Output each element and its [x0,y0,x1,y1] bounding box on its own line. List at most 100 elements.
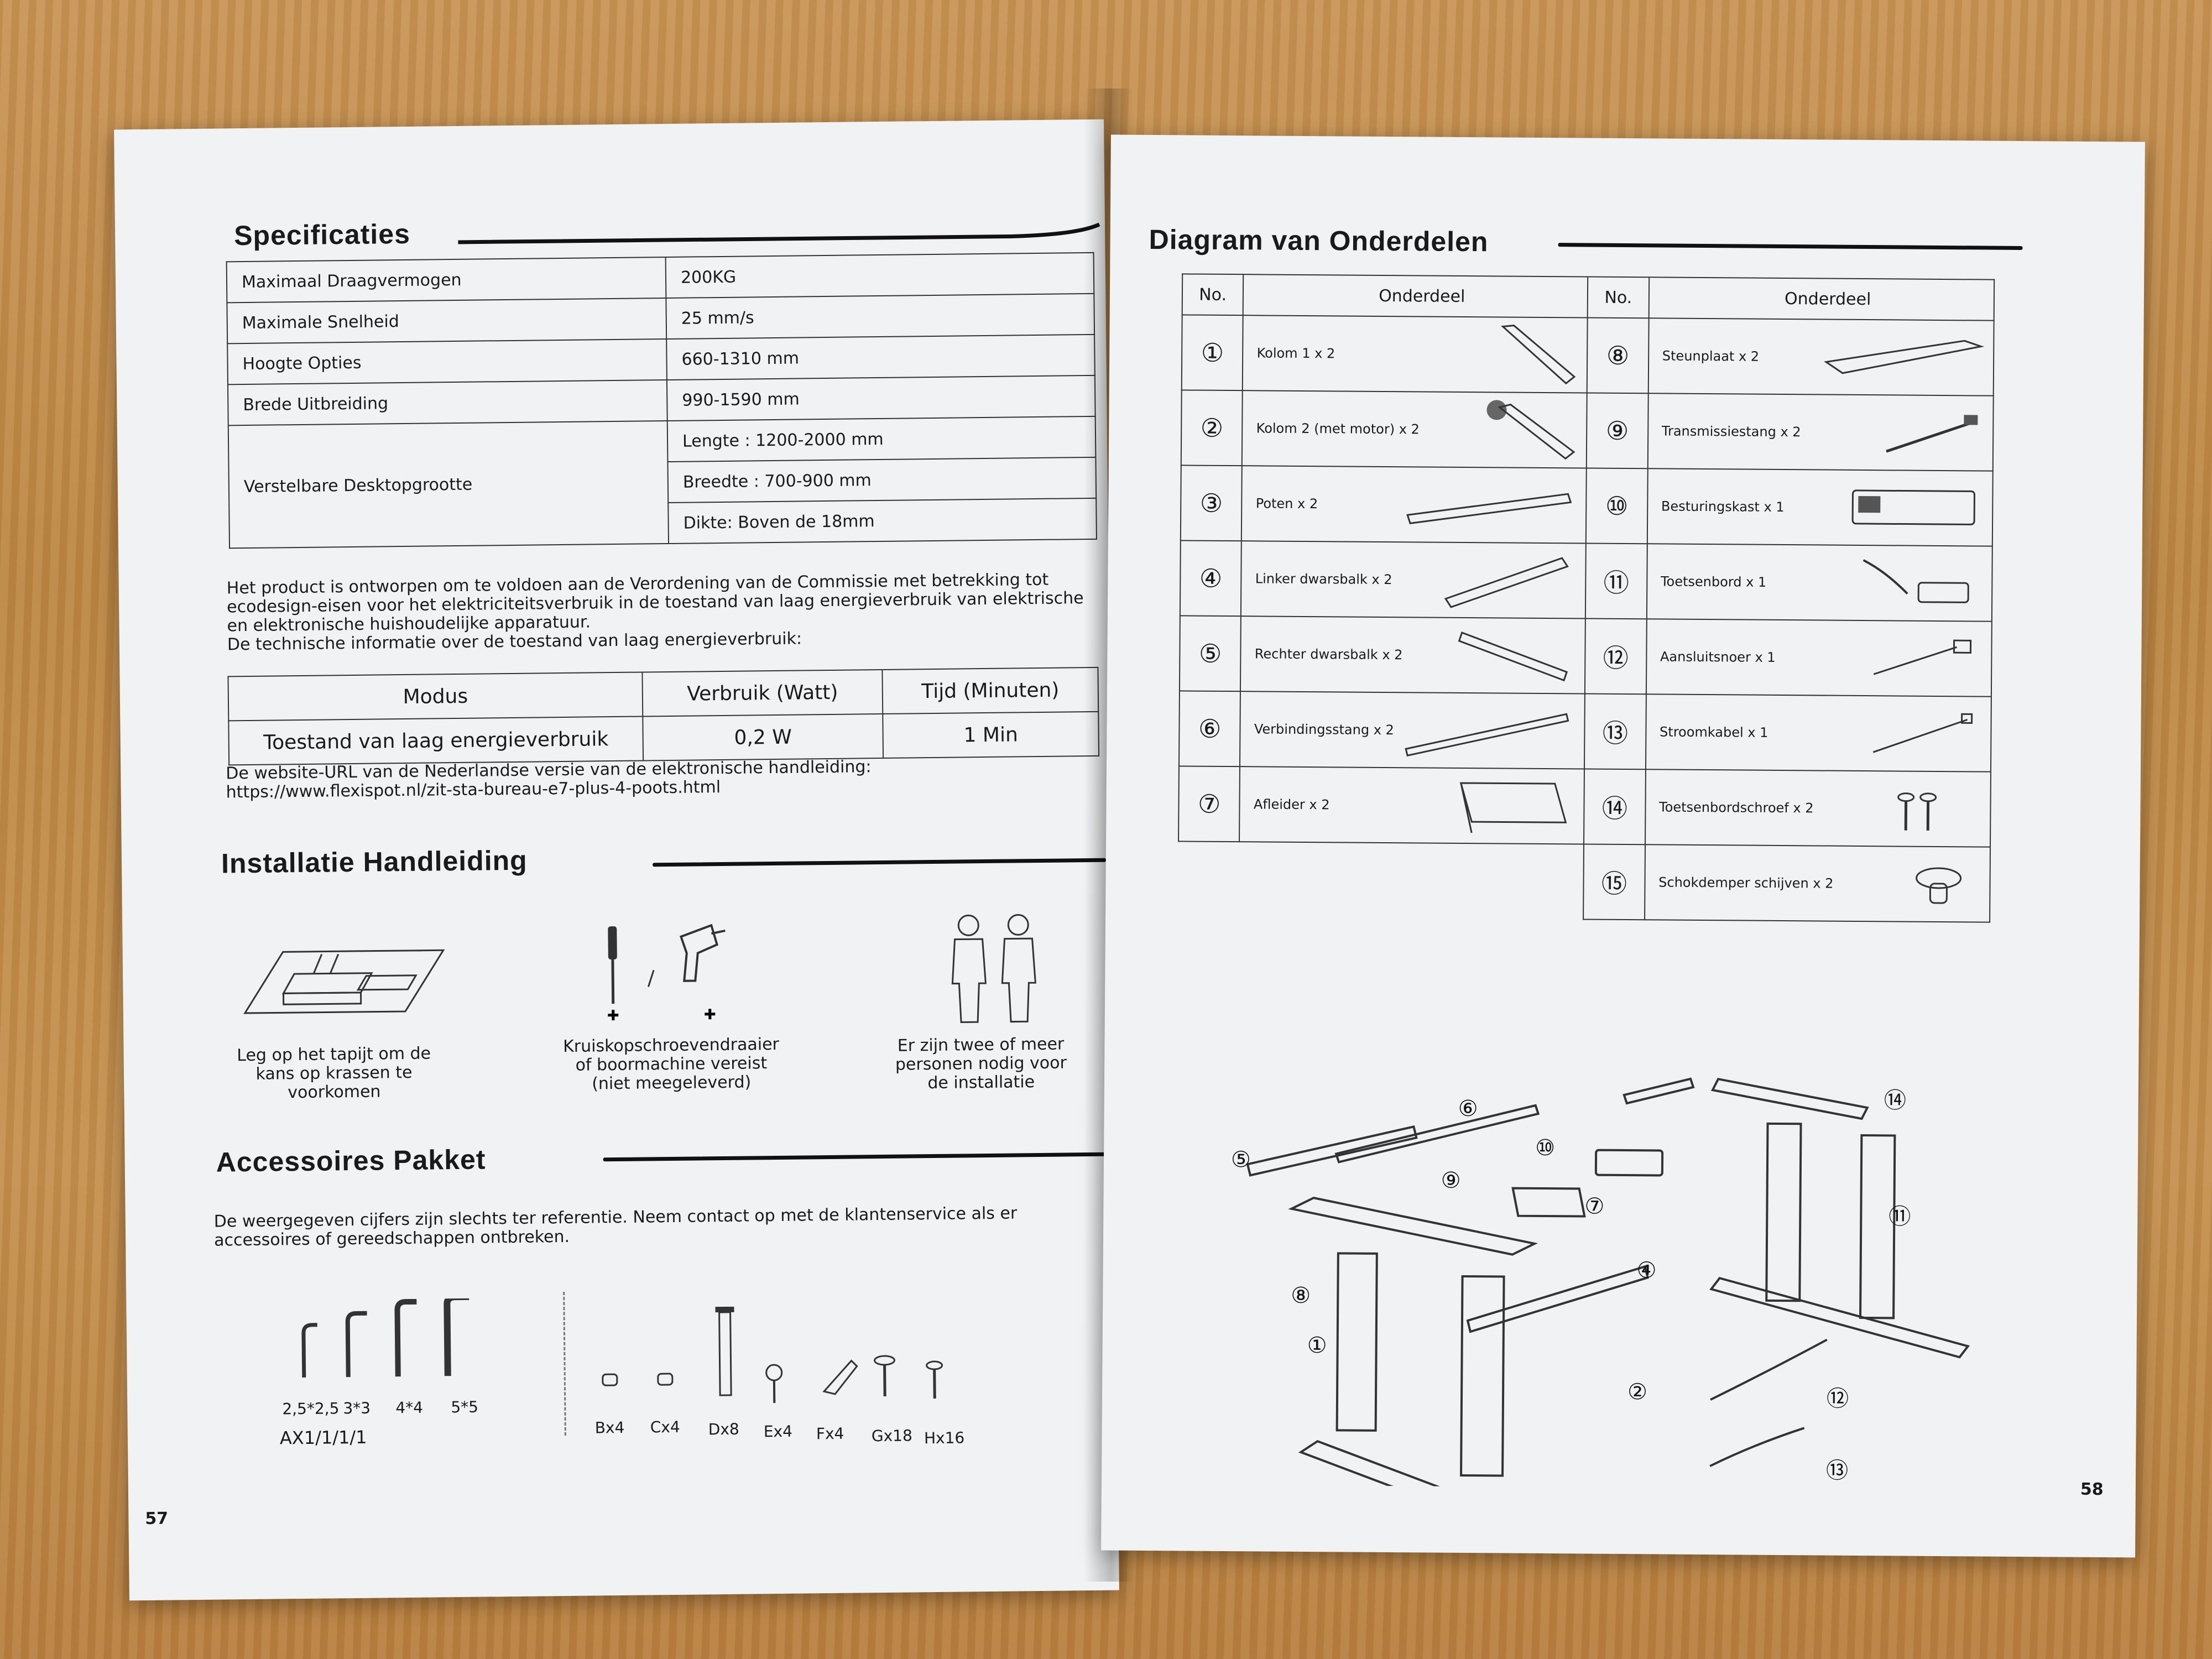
connection-cord-icon [1873,639,1972,675]
callout-1: ① [1307,1333,1327,1358]
table-row: ⑦ Afleider x 2 ⑭ Toetsenbordschroef x 2 [1178,766,1991,847]
accessories-divider [563,1292,566,1436]
table-row: ③ Poten x 2 ⑩ Besturingskast x 1 [1180,465,1993,546]
part-number: ⑤ [1179,615,1241,692]
right-crossbar-icon [1458,632,1568,682]
accessories-title-rule [603,1152,1112,1162]
hardware-label: Fx4 [816,1424,844,1443]
two-people-icon [951,914,1036,1024]
spec-label: Brede Uitbreiding [227,380,667,426]
part-cell: Toetsenbordschroef x 2 [1645,769,1991,847]
allen-size-label: 5*5 [451,1397,479,1417]
connecting-rod-icon [1405,713,1569,757]
part-number: ⑥ [1178,691,1241,767]
spec-value: 25 mm/s [666,293,1095,340]
specs-title: Specificaties [233,218,411,252]
part-number: ⑫ [1585,618,1647,695]
svg-text:✚: ✚ [607,1008,619,1024]
allen-keys-icon [301,1298,469,1378]
spec-label: Maximaal Draagvermogen [226,257,666,303]
support-plate-icon [1824,340,1985,374]
control-box-icon [1851,489,1975,525]
page-number-right: 58 [2080,1479,2104,1500]
callout-11: ⑪ [1888,1204,1911,1229]
part-name: Linker dwarsbalk x 2 [1255,571,1392,588]
spec-label: Hoogte Opties [227,339,667,385]
shock-absorber-icon [1916,867,1962,904]
transmission-rod-icon [1886,415,1978,453]
accessories-title: Accessoires Pakket [216,1144,486,1178]
energy-note: Het product is ontworpen om te voldoen a… [227,570,1107,655]
install-caption-carpet: Leg op het tapijt om de kans op krassen … [237,1044,431,1103]
part-cell: Transmissiestang x 2 [1647,393,1994,471]
table-row: ⑮ Schokdemper schijven x 2 [1178,841,1991,922]
callout-9: ⑨ [1441,1168,1461,1193]
part-name: Transmissiestang x 2 [1661,423,1801,440]
install-title-rule [653,858,1107,867]
hardware-label: Cx4 [650,1417,680,1437]
spec-value: 990-1590 mm [666,375,1095,421]
callout-7: ⑦ [1584,1194,1604,1219]
part-cell: Poten x 2 [1241,466,1587,544]
assembly-diagram: ① ② ③ ④ ⑤ ⑥ ⑦ ⑧ ⑨ ⑩ ⑪ ⑫ ⑬ ⑭ ⑮ [1231,1077,1970,1491]
column-1-icon [1501,325,1576,385]
energy-header: Tijd (Minuten) [882,667,1099,714]
table-row: ④ Linker dwarsbalk x 2 ⑪ Toetsenbord x 1 [1180,540,1992,622]
part-number: ⑨ [1586,393,1648,469]
parts-header-row: No. Onderdeel No. Onderdeel [1182,274,1995,321]
allen-size-label: 2,5*2,5 [282,1399,340,1418]
energy-header: Modus [228,672,643,721]
feet-icon [1406,493,1572,524]
callout-14: ⑭ [1884,1088,1906,1113]
left-crossbar-icon [1444,557,1569,608]
parts-table: No. Onderdeel No. Onderdeel ① Kolom 1 x … [1177,273,1995,922]
table-row: ① Kolom 1 x 2 ⑧ Steunplaat x 2 [1181,315,1994,396]
hardware-label: Hx16 [924,1428,965,1448]
callout-12: ⑫ [1827,1386,1849,1412]
parts-header-no: No. [1587,276,1649,319]
install-caption-tools: Kruiskopschroevendraaier of boormachine … [562,1034,780,1094]
energy-cell: Toestand van laag energieverbruik [228,716,644,765]
table-row: ⑥ Verbindingsstang x 2 ⑬ Stroomkabel x 1 [1178,691,1991,772]
screwdriver-drill-icon: ✚ ✚ [607,924,726,1024]
keypad-screw-icon [1897,792,1937,831]
part-name: Poten x 2 [1255,495,1318,512]
part-name: Besturingskast x 1 [1661,498,1785,515]
hardware-label: Bx4 [594,1418,625,1437]
part-cell: Kolom 2 (met motor) x 2 [1242,390,1587,468]
diagram-title: Diagram van Onderdelen [1149,223,1489,258]
part-name: Aansluitsnoer x 1 [1660,649,1776,665]
manual-page-right: Diagram van Onderdelen No. Onderdeel No.… [1101,134,2145,1558]
part-cell: Verbindingsstang x 2 [1240,691,1585,769]
specs-title-rule [458,222,1100,244]
part-number: ④ [1180,540,1242,617]
energy-table: Modus Verbruik (Watt) Tijd (Minuten) Toe… [227,667,1099,765]
part-cell: Rechter dwarsbalk x 2 [1240,616,1586,694]
spec-label: Verstelbare Desktopgrootte [228,420,669,549]
manual-url-block: De website-URL van de Nederlandse versie… [226,755,1100,802]
part-number: ⑦ [1178,766,1240,842]
parts-header-part: Onderdeel [1648,277,1995,321]
spec-value: 200KG [665,252,1094,299]
energy-header: Verbruik (Watt) [642,669,883,717]
part-name: Kolom 1 x 2 [1256,345,1335,362]
part-number: ⑬ [1584,693,1646,770]
part-name: Rechter dwarsbalk x 2 [1254,646,1403,663]
allen-size-label: 3*3 [343,1399,371,1418]
hardware-icons [602,1306,943,1404]
table-row: ⑤ Rechter dwarsbalk x 2 ⑫ Aansluitsnoer … [1179,615,1992,697]
part-cell: Linker dwarsbalk x 2 [1241,541,1587,619]
callout-10: ⑩ [1535,1135,1555,1161]
callout-4: ④ [1636,1258,1656,1283]
allen-set-label: AX1/1/1/1 [279,1426,367,1449]
part-name: Stroomkabel x 1 [1660,724,1768,740]
install-caption-people: Er zijn twee of meer personen nodig voor… [895,1034,1067,1093]
spec-value: Breedte : 700-900 mm [667,457,1097,503]
energy-cell: 0,2 W [643,713,884,761]
column-2-motor-icon [1486,400,1575,460]
keypad-icon [1863,559,1969,603]
table-row: ② Kolom 2 (met motor) x 2 ⑨ Transmissies… [1181,390,1994,471]
diagram-title-rule [1558,243,2023,251]
part-cell: Steunplaat x 2 [1648,318,1994,396]
